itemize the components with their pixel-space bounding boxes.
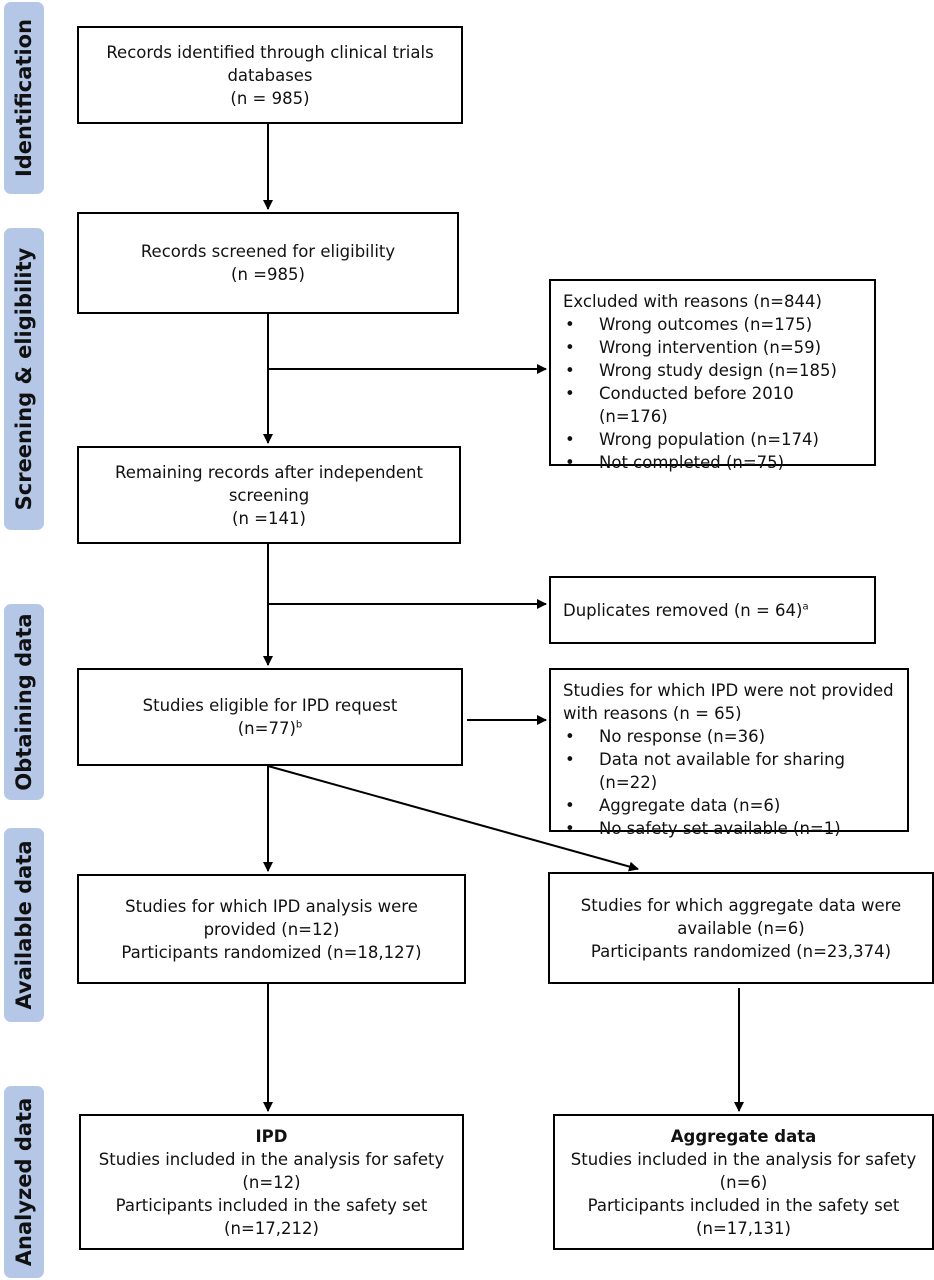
- records-screened-box: Records screened for eligibility (n =985…: [77, 212, 459, 314]
- remaining-line-2: screening: [228, 485, 310, 505]
- excluded-item: Not completed (n=75): [563, 451, 862, 474]
- agg-available-line-1: Studies for which aggregate data were: [580, 895, 902, 915]
- phase-available: Available data: [4, 828, 44, 1022]
- ipd-available-line-3: Participants randomized (n=18,127): [121, 942, 422, 962]
- duplicates-footnote-mark: a: [802, 601, 809, 612]
- not-provided-item: Data not available for sharing (n=22): [563, 748, 895, 794]
- agg-analyzed-line-2: (n=6): [719, 1172, 768, 1192]
- agg-analyzed-line-4: (n=17,131): [696, 1218, 791, 1238]
- agg-available-line-2: available (n=6): [677, 918, 805, 938]
- ipd-not-provided-box: Studies for which IPD were not provided …: [549, 668, 909, 840]
- excluded-box: Excluded with reasons (n=844) Wrong outc…: [549, 279, 876, 474]
- phase-screening: Screening & eligibility: [4, 228, 44, 530]
- eligible-line-2: (n=77)b: [237, 719, 303, 738]
- identified-line-2: databases: [227, 65, 313, 85]
- excluded-item: Wrong intervention (n=59): [563, 336, 862, 359]
- aggregate-analyzed-box: Aggregate data Studies included in the a…: [553, 1114, 934, 1250]
- aggregate-available-box: Studies for which aggregate data were av…: [548, 872, 934, 984]
- remaining-line-1: Remaining records after independent: [115, 462, 423, 482]
- agg-analyzed-line-1: Studies included in the analysis for saf…: [570, 1149, 917, 1169]
- ipd-available-line-1: Studies for which IPD analysis were: [125, 896, 418, 916]
- eligible-footnote-mark: b: [295, 719, 303, 731]
- eligible-line-1: Studies eligible for IPD request: [142, 696, 398, 715]
- phase-identification: Identification: [4, 2, 44, 194]
- identified-line-3: (n = 985): [230, 88, 310, 108]
- ipd-analyzed-line-3: Participants included in the safety set: [115, 1195, 428, 1215]
- not-provided-list: No response (n=36) Data not available fo…: [563, 725, 895, 840]
- excluded-list: Wrong outcomes (n=175) Wrong interventio…: [563, 313, 862, 474]
- excluded-item: Wrong study design (n=185): [563, 359, 862, 382]
- ipd-analyzed-line-1: Studies included in the analysis for saf…: [98, 1149, 445, 1169]
- remaining-line-3: (n =141): [232, 508, 306, 528]
- phase-analyzed: Analyzed data: [4, 1086, 44, 1278]
- excluded-item: Wrong population (n=174): [563, 428, 862, 451]
- excluded-item: Wrong outcomes (n=175): [563, 313, 862, 336]
- ipd-analyzed-line-4: (n=17,212): [224, 1218, 319, 1238]
- not-provided-title-2: with reasons (n = 65): [563, 704, 742, 723]
- ipd-analyzed-box: IPD Studies included in the analysis for…: [79, 1114, 464, 1250]
- not-provided-item: Aggregate data (n=6): [563, 794, 895, 817]
- eligible-ipd-box: Studies eligible for IPD request (n=77)b: [77, 668, 463, 766]
- screened-line-1: Records screened for eligibility: [140, 242, 396, 261]
- identified-line-1: Records identified through clinical tria…: [106, 42, 434, 62]
- arrow-eligible-to-aggregate-available: [267, 765, 639, 872]
- agg-analyzed-line-3: Participants included in the safety set: [587, 1195, 900, 1215]
- ipd-available-line-2: provided (n=12): [203, 919, 340, 939]
- agg-available-line-3: Participants randomized (n=23,374): [590, 941, 892, 961]
- ipd-analyzed-line-2: (n=12): [242, 1172, 301, 1192]
- remaining-records-box: Remaining records after independent scre…: [77, 446, 461, 544]
- duplicates-removed-box: Duplicates removed (n = 64)a: [549, 576, 876, 644]
- not-provided-item: No response (n=36): [563, 725, 895, 748]
- agg-analyzed-title: Aggregate data: [670, 1126, 817, 1146]
- duplicates-text: Duplicates removed (n = 64)a: [563, 600, 809, 620]
- not-provided-item: No safety set available (n=1): [563, 817, 895, 840]
- excluded-title: Excluded with reasons (n=844): [563, 292, 822, 311]
- ipd-analyzed-title: IPD: [255, 1126, 288, 1146]
- records-identified-box: Records identified through clinical tria…: [77, 26, 463, 124]
- excluded-item: Conducted before 2010 (n=176): [563, 382, 862, 428]
- ipd-available-box: Studies for which IPD analysis were prov…: [77, 874, 466, 984]
- screened-line-2: (n =985): [231, 265, 305, 284]
- not-provided-title-1: Studies for which IPD were not provided: [563, 681, 894, 700]
- phase-obtaining: Obtaining data: [4, 604, 44, 800]
